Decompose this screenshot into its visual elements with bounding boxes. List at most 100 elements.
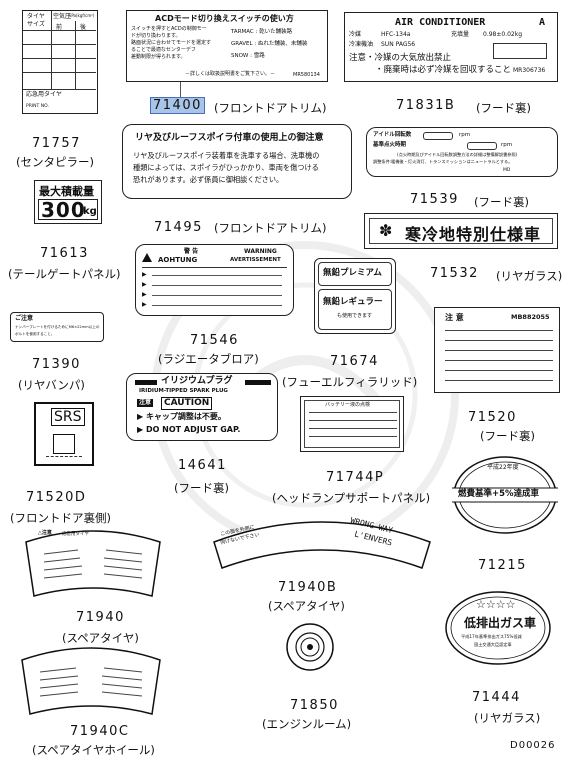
acd-line-3: 路面状況に合わせてモードを選定す — [131, 40, 212, 46]
spare-tire-curved-label — [213, 521, 431, 569]
low-emission-line-1: 平成17年基準排出ガス75%低減 — [461, 634, 522, 639]
warning-bullet-4: ▶ — [142, 301, 147, 308]
acd-line-4: ることで最適なセンターデフ — [131, 47, 196, 53]
ac-refrigerant-value: HFC-134a — [381, 31, 411, 38]
warning-de: AOHTUNG — [158, 256, 198, 264]
rear-bumper-caution-label: ご注意 ナンバープレートを付けるためにM6×22mm以上の ボルトを使用すること… — [10, 312, 104, 342]
tire-header-1: タイヤ — [27, 13, 45, 20]
plug-line-en: ▶ DO NOT ADJUST GAP. — [137, 425, 241, 434]
part-number-71757: 71757 — [32, 136, 81, 151]
srs-label: SRS — [34, 402, 94, 466]
warning-en: WARNING — [244, 248, 277, 255]
part-caption-71532: (リヤガラス) — [496, 269, 563, 283]
part-number-71831B: 71831B — [396, 98, 456, 113]
srs-text: SRS — [51, 408, 85, 426]
max-load-value: 300 — [41, 198, 86, 222]
spare-arc-title: △注意 — [38, 530, 52, 536]
part-number-71495: 71495 — [154, 220, 203, 235]
ac-code: MR306736 — [513, 67, 546, 74]
part-number-71940: 71940 — [76, 610, 125, 625]
spoiler-line-1: リヤ及びルーフスポイラ装着車を洗車する場合、洗車機の — [133, 151, 320, 160]
acd-line-5: 差動制限が得られます。 — [131, 54, 186, 60]
hood-notice-label: 注 意 MB882055 — [434, 307, 560, 393]
part-number-71390: 71390 — [32, 357, 81, 372]
tire-header-4: kPa(kgf/cm²) — [69, 13, 95, 18]
tire-header-3: 空気圧 — [53, 13, 72, 20]
notice-code: MB882055 — [511, 313, 550, 321]
engine-room-round-label — [286, 623, 334, 671]
ac-warning-1: 注意・冷媒の大気放出禁止 — [349, 53, 452, 63]
low-emission-main: 低排出ガス車 — [464, 616, 537, 630]
warning-fr: AVERTISSEMENT — [230, 257, 281, 263]
part-number-71400: 71400 — [150, 97, 205, 114]
part-number-71546: 71546 — [190, 333, 239, 348]
warning-bullet-1: ▶ — [142, 271, 147, 278]
part-caption-71613: (テールゲートパネル) — [8, 267, 121, 281]
ac-oil-value: SUN PAG56 — [381, 41, 416, 48]
ac-charge-label: 充填量 — [451, 31, 470, 38]
idle-rpm-label: アイドル回転数 — [373, 132, 412, 138]
part-caption-71546: (ラジエータブロア) — [158, 352, 259, 366]
ac-title: AIR CONDITIONER — [395, 17, 486, 28]
battery-title: バッテリー液の点検 — [325, 402, 371, 408]
plug-subtitle: IRIDIUM-TIPPED SPARK PLUG — [139, 388, 228, 394]
part-number-71444: 71444 — [472, 690, 521, 705]
part-caption-71940B: (スペアタイヤ) — [268, 599, 345, 613]
part-caption-71444: (リヤガラス) — [474, 711, 541, 725]
acd-mode-gravel: GRAVEL : ぬれた舗装、未舗装 — [231, 41, 308, 47]
low-emission-oval — [445, 591, 551, 665]
part-number-71613: 71613 — [40, 246, 89, 261]
spare-wheel-arc-label — [21, 647, 161, 715]
part-number-71532: 71532 — [430, 266, 479, 281]
low-emission-stars: ☆☆☆☆ — [476, 598, 516, 611]
max-load-title: 最大積載量 — [39, 185, 94, 198]
fuel-regular: 無鉛レギュラー — [323, 297, 383, 307]
acd-code: MR580134 — [293, 72, 320, 78]
cold-climate-text: 寒冷地特別仕様車 — [405, 225, 542, 244]
ac-tag: A — [539, 17, 546, 28]
notice-title: 注 意 — [445, 313, 464, 322]
radiator-warning-label: 警 告 WARNING AOHTUNG AVERTISSEMENT ▶ ▶ ▶ … — [135, 244, 294, 316]
bumper-caution-title: ご注意 — [15, 315, 34, 322]
ac-oil-label: 冷凍機油 — [349, 41, 374, 48]
part-number-71520: 71520 — [468, 410, 517, 425]
bumper-caution-line-1: ナンバープレートを付けるためにM6×22mm以上の — [15, 325, 100, 329]
air-conditioner-label: AIR CONDITIONER A 冷媒 HFC-134a 充填量 0.98±0… — [344, 12, 558, 82]
fuel-type-label: 無鉛プレミアム 無鉛レギュラー も使用できます — [314, 258, 396, 334]
tire-row-rear: 後 — [80, 24, 87, 31]
iridium-plug-label: イリジウムプラグ IRIDIUM-TIPPED SPARK PLUG 注意 CA… — [126, 373, 278, 441]
part-caption-71850: (エンジンルーム) — [262, 717, 352, 731]
warning-jp: 警 告 — [184, 248, 199, 255]
snowflake-icon: ✽ — [379, 221, 393, 240]
part-caption-14641: (フード裏) — [174, 481, 229, 495]
tire-pressure-label: タイヤ サイズ 空気圧 kPa(kgf/cm²) 前 後 応急用タイヤ PRIN… — [22, 10, 98, 114]
idle-rpm-unit: rpm — [459, 132, 471, 138]
spare-tire-arc-label — [25, 530, 161, 597]
part-number-14641: 14641 — [178, 458, 227, 473]
cold-climate-label: ✽ 寒冷地特別仕様車 — [364, 213, 558, 249]
ac-warning-2: ・廃棄時は必ず冷媒を回収すること — [375, 65, 512, 75]
part-number-71940C: 71940C — [70, 724, 130, 739]
warning-triangle-icon — [142, 253, 152, 262]
plug-caution-jp: 注意 — [137, 399, 154, 407]
ac-refrigerant-label: 冷媒 — [349, 31, 362, 38]
warning-bullet-3: ▶ — [142, 291, 147, 298]
part-number-71674: 71674 — [330, 354, 379, 369]
ignition-timing-unit: rpm — [501, 142, 513, 148]
part-number-71520D: 71520D — [26, 490, 87, 505]
part-number-71850: 71850 — [290, 698, 339, 713]
tire-print-no: PRINT NO. — [26, 104, 49, 109]
idle-note-1: (点火時期及びアイドル回転数調整方法の詳細は整備解説書参照) — [397, 152, 518, 157]
part-caption-71940C: (スペアタイヤホイール) — [32, 743, 155, 757]
part-caption-71520: (フード裏) — [480, 429, 535, 443]
battery-check-label: バッテリー液の点検 — [300, 396, 404, 452]
rear-spoiler-caution-label: リヤ及びルーフスポイラ付車の使用上の御注意 リヤ及びルーフスポイラ装着車を洗車す… — [122, 124, 352, 199]
part-caption-71400: (フロントドアトリム) — [214, 101, 327, 115]
plug-line-jp: ▶ キャップ調整は不要。 — [137, 412, 226, 421]
tire-header-2: サイズ — [27, 21, 45, 28]
low-emission-line-2: 国土交通大臣認定車 — [474, 642, 512, 647]
max-load-label: 最大積載量 300 kg — [34, 180, 102, 224]
part-caption-71674: (フューエルフィラリッド) — [282, 375, 418, 389]
part-caption-71940: (スペアタイヤ) — [62, 631, 139, 645]
warning-bullet-2: ▶ — [142, 281, 147, 288]
